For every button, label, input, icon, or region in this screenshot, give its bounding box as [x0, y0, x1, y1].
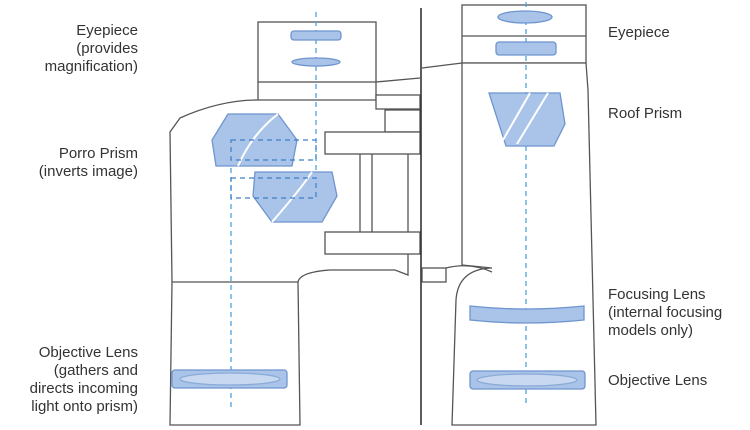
label-roof-eyepiece: Eyepiece [608, 24, 670, 41]
porro-prism-upper [211, 113, 298, 167]
porro-eyepiece-lens-1 [290, 30, 342, 41]
label-roof-objective: Objective Lens [608, 372, 708, 389]
porro-eyepiece-lens-2 [291, 57, 341, 67]
porro-body-outline [169, 99, 409, 426]
roof-eyepiece-lens-1 [497, 10, 553, 24]
label-porro-objective: Objective Lens (gathers and directs inco… [29, 344, 138, 415]
roof-body-outline [451, 62, 597, 426]
label-focusing-lens: Focusing Lens (internal focusing models … [608, 286, 723, 339]
roof-binocular [421, 4, 597, 426]
label-roof-prism: Roof Prism [608, 105, 683, 122]
label-porro-eyepiece: Eyepiece (provides magnification) [44, 22, 138, 75]
optics [171, 10, 586, 390]
porro-binocular [169, 21, 421, 426]
roof-eyepiece-lens-2 [495, 41, 557, 56]
focusing-lens [469, 305, 585, 324]
label-porro-prism: Porro Prism (inverts image) [38, 145, 138, 180]
